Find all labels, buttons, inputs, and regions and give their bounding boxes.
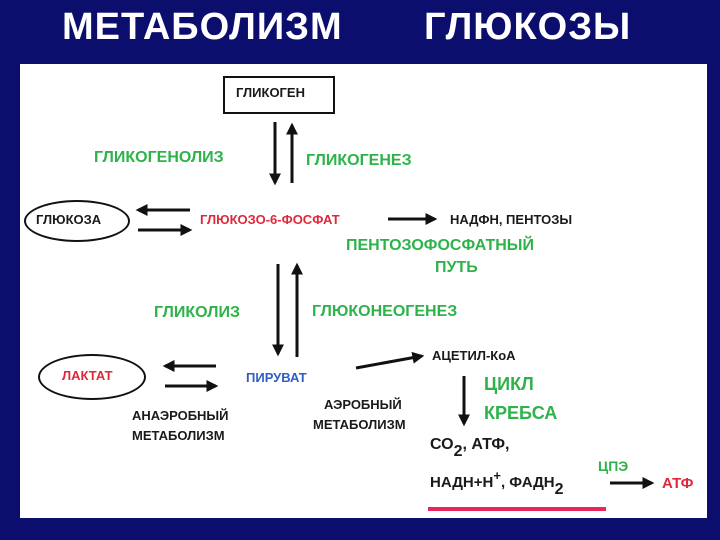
glycolysis-label: ГЛИКОЛИЗ — [154, 304, 240, 321]
fadh-label: , ФАДН — [500, 474, 555, 491]
glucose-oval — [24, 200, 130, 242]
co2-atp-line: СО2, АТФ, — [430, 436, 510, 460]
acetyl-coa-label: АЦЕТИЛ-КоА — [432, 348, 516, 363]
glycogenolysis-label: ГЛИКОГЕНОЛИЗ — [94, 149, 224, 166]
atp-final-label: АТФ — [662, 475, 694, 492]
arrow-pyruvate-to-acetyl — [355, 351, 425, 370]
anaerobic-line2: МЕТАБОЛИЗМ — [132, 428, 225, 443]
pentose-path-line2: ПУТЬ — [435, 259, 478, 276]
g6p-label: ГЛЮКОЗО-6-ФОСФАТ — [200, 212, 340, 227]
glycogenesis-label: ГЛИКОГЕНЕЗ — [306, 152, 412, 169]
co2-subscript: 2 — [453, 443, 463, 460]
nadph-label: НАДФН, ПЕНТОЗЫ — [450, 212, 573, 227]
krebs-cycle-line1: ЦИКЛ — [484, 374, 534, 394]
glucose-label: ГЛЮКОЗА — [36, 212, 102, 227]
co2-rest-label: , АТФ, — [462, 436, 510, 453]
pyruvate-label: ПИРУВАТ — [246, 370, 307, 385]
krebs-cycle-line2: КРЕБСА — [484, 403, 558, 423]
nadh-label: НАДН+Н — [430, 474, 494, 491]
anaerobic-line1: АНАЭРОБНЫЙ — [132, 408, 229, 423]
title-part-1: МЕТАБОЛИЗМ — [62, 6, 343, 48]
diagram-panel: ГЛИКОГЕН ГЛИКОГЕНОЛИЗ ГЛИКОГЕНЕЗ ГЛЮКОЗА… — [20, 64, 707, 518]
gluconeogenesis-label: ГЛЮКОНЕОГЕНЕЗ — [312, 303, 458, 320]
nadh-fadh-line: НАДН+Н+, ФАДН2 — [430, 468, 564, 498]
glycogen-label: ГЛИКОГЕН — [236, 85, 305, 100]
nadh-superscript: + — [493, 468, 501, 483]
lactate-label: ЛАКТАТ — [62, 368, 113, 383]
glycogen-box — [223, 76, 335, 114]
pentose-path-line1: ПЕНТОЗОФОСФАТНЫЙ — [346, 237, 534, 254]
fadh-subscript: 2 — [554, 481, 564, 498]
etc-label: ЦПЭ — [598, 458, 629, 474]
title-part-2: ГЛЮКОЗЫ — [424, 6, 632, 48]
slide-title: МЕТАБОЛИЗМ ГЛЮКОЗЫ — [0, 6, 720, 52]
co2-label: СО — [430, 436, 454, 453]
aerobic-line2: МЕТАБОЛИЗМ — [313, 417, 406, 432]
lactate-oval — [38, 354, 146, 400]
aerobic-line1: АЭРОБНЫЙ — [324, 397, 402, 412]
arrows-layer — [135, 122, 655, 511]
